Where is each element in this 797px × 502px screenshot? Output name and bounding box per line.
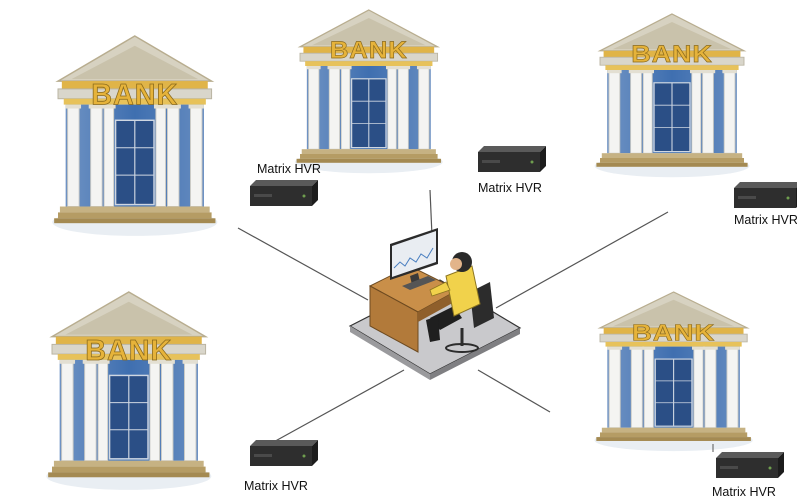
connector-top-right bbox=[495, 211, 669, 309]
bank-sign: BANK bbox=[631, 41, 713, 67]
hvr-bottom-left: Matrix HVR bbox=[244, 440, 318, 493]
bank-top-right: BANK bbox=[593, 13, 751, 178]
connector-top-left bbox=[237, 227, 369, 301]
operator-icon bbox=[426, 252, 494, 353]
hvr-top-left: Matrix HVR bbox=[250, 162, 321, 206]
monitor-icon bbox=[390, 228, 438, 290]
bank-sign: BANK bbox=[330, 37, 408, 64]
monitoring-station bbox=[348, 228, 522, 380]
hvr-top-right: Matrix HVR bbox=[734, 182, 797, 227]
bank-bottom-left: BANK bbox=[45, 291, 213, 491]
connector-lines bbox=[237, 189, 669, 445]
bank-sign: BANK bbox=[632, 320, 715, 346]
bank-sign: BANK bbox=[91, 79, 178, 111]
hvr-label: Matrix HVR bbox=[712, 485, 776, 499]
bank-sign: BANK bbox=[85, 335, 172, 367]
hvr-label: Matrix HVR bbox=[244, 479, 308, 493]
bank-top-center: BANK bbox=[294, 9, 444, 174]
connector-bottom-right bbox=[477, 369, 551, 413]
connector-top-center bbox=[429, 189, 433, 237]
hvr-top-center: Matrix HVR bbox=[478, 146, 546, 195]
hvr-label: Matrix HVR bbox=[478, 181, 542, 195]
hvr-label: Matrix HVR bbox=[734, 213, 797, 227]
hvr-label: Matrix HVR bbox=[257, 162, 321, 176]
hvr-bottom-right: Matrix HVR bbox=[712, 444, 784, 499]
bank-top-left: BANK bbox=[51, 35, 219, 237]
bank-bottom-right: BANK bbox=[593, 291, 754, 452]
connector-bottom-left bbox=[269, 369, 405, 445]
